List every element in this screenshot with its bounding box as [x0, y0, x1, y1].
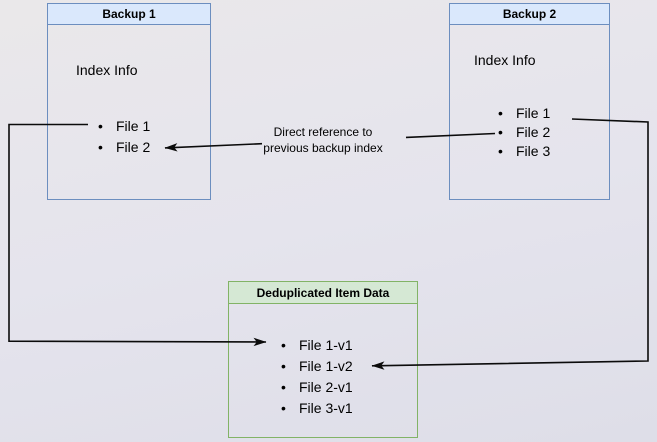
file-label: File 1-v2 — [299, 358, 353, 374]
edge-label-line2: previous backup index — [263, 141, 383, 155]
list-item: • File 3-v1 — [281, 398, 353, 419]
bullet-icon: • — [498, 143, 503, 159]
backup2-header: Backup 2 — [450, 4, 609, 25]
backup1-file-list: • File 1 • File 2 — [98, 116, 150, 157]
list-item: • File 1-v2 — [281, 356, 353, 377]
file-label: File 1 — [116, 118, 151, 134]
bullet-icon: • — [98, 118, 103, 134]
bullet-icon: • — [281, 400, 286, 416]
file-label: File 3 — [516, 143, 551, 159]
backup1-title: Backup 1 — [102, 7, 156, 21]
dedup-title: Deduplicated Item Data — [256, 286, 390, 300]
backup1-index-info-label: Index Info — [76, 62, 138, 78]
bullet-icon: • — [498, 105, 503, 121]
file-label: File 1 — [516, 105, 551, 121]
dedup-file-list: • File 1-v1 • File 1-v2 • File 2-v1 • Fi… — [281, 335, 353, 419]
list-item: • File 1 — [498, 104, 550, 123]
deduplicated-item-data-node: Deduplicated Item Data • File 1-v1 • Fil… — [228, 281, 418, 438]
backup2-title: Backup 2 — [502, 7, 557, 21]
list-item: • File 2 — [98, 137, 150, 158]
backup2-node: Backup 2 Index Info • File 1 • File 2 • … — [449, 3, 610, 200]
bullet-icon: • — [281, 379, 286, 395]
list-item: • File 1 — [98, 116, 150, 137]
list-item: • File 1-v1 — [281, 335, 353, 356]
backup1-header: Backup 1 — [48, 4, 210, 25]
dedup-header: Deduplicated Item Data — [229, 282, 417, 304]
bullet-icon: • — [498, 124, 503, 140]
bullet-icon: • — [98, 138, 103, 155]
file-label: File 2 — [116, 138, 151, 155]
bullet-icon: • — [281, 358, 286, 374]
file-label: File 3-v1 — [299, 400, 353, 416]
list-item: • File 3 — [498, 142, 550, 161]
list-item: • File 2-v1 — [281, 377, 353, 398]
file-label: File 2-v1 — [299, 379, 353, 395]
direct-reference-edge-label: Direct reference to previous backup inde… — [243, 124, 403, 156]
backup2-index-info-label: Index Info — [474, 52, 536, 68]
file-label: File 2 — [516, 124, 551, 140]
backup1-node: Backup 1 Index Info • File 1 • File 2 — [47, 3, 211, 200]
list-item: • File 2 — [498, 123, 550, 142]
edge-label-line1: Direct reference to — [273, 125, 373, 139]
bullet-icon: • — [281, 337, 286, 353]
backup2-file-list: • File 1 • File 2 • File 3 — [498, 104, 550, 161]
file-label: File 1-v1 — [299, 337, 353, 353]
